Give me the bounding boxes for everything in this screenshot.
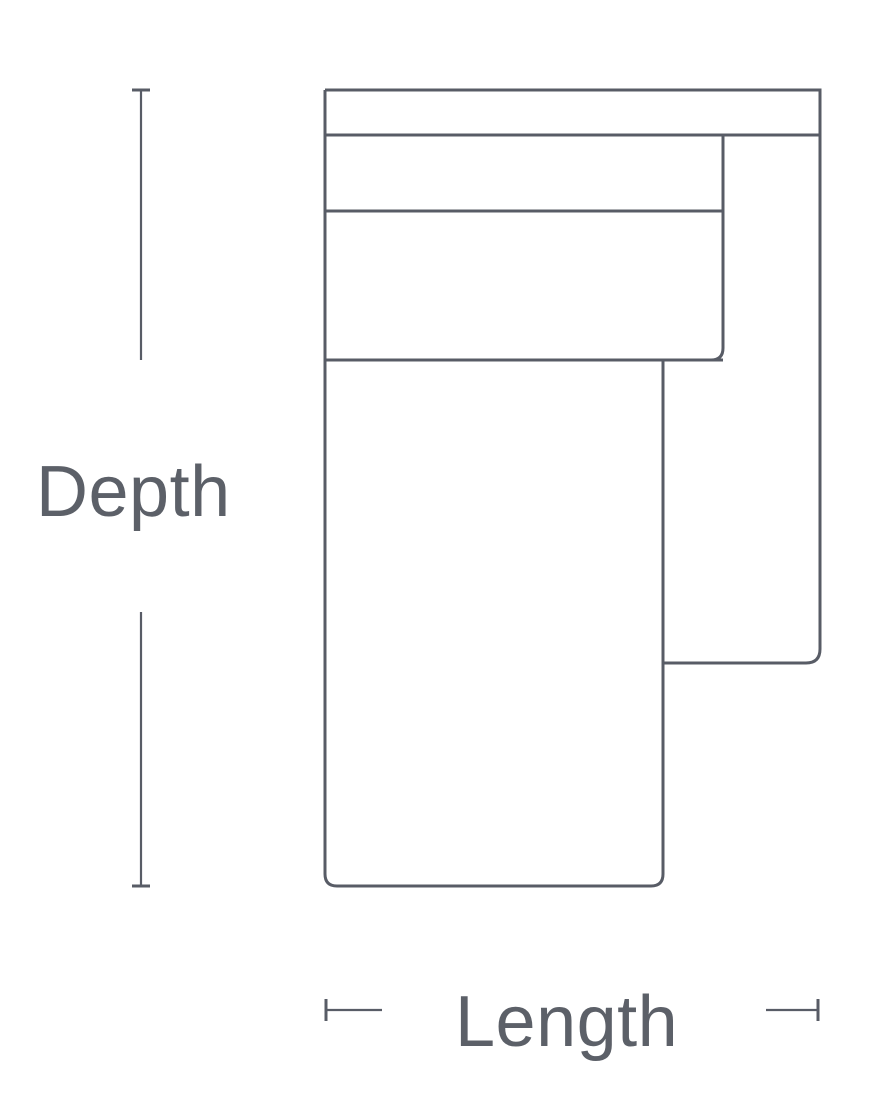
seat-block-outline [663, 135, 725, 362]
depth-dimension-line [132, 88, 150, 888]
length-dimension-line [324, 999, 820, 1021]
depth-label: Depth [36, 452, 231, 532]
back-panel-outline [325, 88, 822, 665]
furniture-outline-group [323, 88, 822, 888]
length-label: Length [455, 982, 678, 1062]
chaise-body-outline [323, 90, 665, 888]
